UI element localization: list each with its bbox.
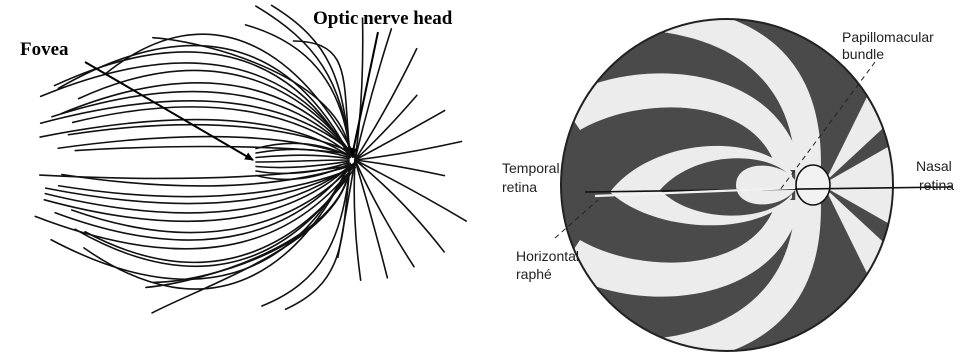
nerve-fiber-drawing: Fovea Optic nerve head xyxy=(0,0,480,354)
nasal-label-line2: retina xyxy=(919,177,954,193)
temporal-label-line1: Temporal xyxy=(502,160,560,176)
retina-schematic-panel: Papillomacular bundle Temporal retina Na… xyxy=(480,0,972,354)
nerve-fiber-stroke xyxy=(355,111,445,160)
nerve-fiber-stroke xyxy=(355,160,387,278)
nasal-label-line1: Nasal xyxy=(916,158,952,174)
fovea-arrow xyxy=(85,62,253,160)
optic-nerve-head-arrow xyxy=(352,32,378,156)
optic-nerve-head-label: Optic nerve head xyxy=(313,8,453,29)
nerve-fiber-stroke xyxy=(41,63,353,157)
papillomacular-label-line1: Papillomacular xyxy=(842,29,934,45)
horizontal-raphe-label-line2: raphé xyxy=(516,266,552,282)
nerve-fiber-stroke xyxy=(355,160,444,176)
retina-schematic: Papillomacular bundle Temporal retina Na… xyxy=(480,0,972,354)
fovea-label: Fovea xyxy=(20,39,69,60)
temporal-label-line2: retina xyxy=(502,179,537,195)
nerve-fiber-drawing-panel: Fovea Optic nerve head xyxy=(0,0,480,354)
nerve-fiber-stroke xyxy=(256,160,349,162)
nerve-fiber-stroke xyxy=(355,95,417,160)
nerve-fiber-stroke xyxy=(256,155,349,158)
papillomacular-label-line2: bundle xyxy=(842,46,884,62)
nerve-fiber-stroke xyxy=(355,29,391,160)
optic-disc xyxy=(796,165,830,205)
horizontal-raphe-label-line1: Horizontal xyxy=(516,248,579,264)
